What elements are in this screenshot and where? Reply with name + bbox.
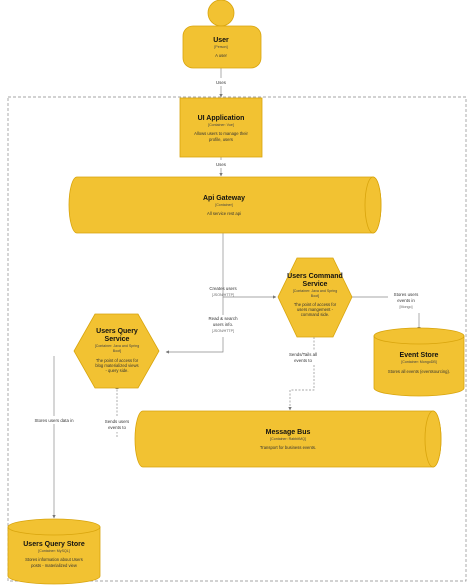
edge-user-ui-label: Uses (216, 80, 227, 85)
node-api-gateway-type: [Container] (215, 203, 233, 207)
node-users-query-service-type-line1: [Container: Java and Spring (95, 344, 140, 348)
node-ui-application[interactable]: UI Application [Container: Vue] Allows u… (179, 97, 263, 158)
node-message-bus-desc: Transport for business events. (260, 445, 316, 450)
edge-bus-query-label-line2: events to (108, 425, 126, 430)
node-users-query-store-desc-line1: Stores information about Users (25, 557, 83, 562)
node-api-gateway-title: Api Gateway (203, 195, 245, 202)
node-ui-application-desc-line2: profile, users (209, 137, 233, 142)
edge-api-query-label-line2: users info. (213, 322, 233, 327)
node-users-query-service-title-line1: Users Query (96, 328, 138, 335)
edge-api-command-label: Creates users (209, 286, 237, 291)
node-users-query-service[interactable]: Users Query Service [Container: Java and… (73, 313, 160, 389)
node-users-command-service-type-line1: [Container: Java and Spring (293, 289, 338, 293)
edge-api-query-label-line1: Read & search (208, 316, 238, 321)
node-message-bus[interactable]: Message Bus [Container: RabbitMQ] Transp… (134, 410, 442, 468)
node-ui-application-type: [Container: Vue] (208, 123, 234, 127)
edge-command-bus: Sends/Tails all events to (280, 337, 326, 411)
node-users-query-store-desc-line2: posts - materialized view (31, 563, 78, 568)
edge-bus-query: Sends users events to (101, 385, 133, 437)
node-user[interactable]: User [Person] A user (182, 0, 262, 69)
node-users-command-service-type-line2: Boot] (311, 294, 319, 298)
edge-api-query-tech: [JSON/HTTP] (212, 329, 234, 333)
node-users-query-service-desc-line1: The point of access for (96, 358, 139, 363)
edge-ui-api: Uses (212, 157, 230, 177)
node-users-command-service-desc-line1: The point of access for (294, 302, 337, 307)
edge-api-command-tech: [JSON/HTTP] (212, 293, 234, 297)
edge-bus-query-label-line1: Sends users (105, 419, 130, 424)
edge-command-bus-label-line1: Sends/Tails all (289, 352, 317, 357)
edge-ui-api-label: Uses (216, 162, 227, 167)
node-users-query-service-type-line2: Boot] (113, 349, 121, 353)
edge-command-eventstore-label-line1: Stores users (394, 292, 419, 297)
node-event-store-desc: Stores all events (eventsourcing). (388, 369, 450, 374)
node-users-query-service-desc-line2: blog materialized views (95, 363, 138, 368)
node-users-command-service-title-line1: Users Command (287, 273, 343, 280)
node-ui-application-desc-line1: Allows users to manage their (194, 131, 248, 136)
node-users-command-service-title-line2: Service (303, 281, 328, 288)
node-message-bus-type: [Container: RabbitMQ] (270, 437, 306, 441)
node-event-store-type: [Container: MongoDB] (401, 360, 437, 364)
edge-command-eventstore-tech: [Mongo] (400, 305, 413, 309)
edge-query-store-label: Stores users data in (34, 418, 74, 423)
node-ui-application-title: UI Application (198, 115, 245, 122)
node-message-bus-title: Message Bus (266, 429, 311, 436)
node-api-gateway-desc: All service rest api (207, 211, 241, 216)
node-event-store[interactable]: Event Store [Container: MongoDB] Stores … (373, 327, 465, 397)
node-users-query-store-title: Users Query Store (23, 541, 85, 548)
node-users-query-store[interactable]: Users Query Store [Container: MySQL] Sto… (7, 518, 101, 585)
node-users-query-store-type: [Container: MySQL] (38, 549, 70, 553)
node-user-type: [Person] (214, 45, 227, 49)
node-api-gateway[interactable]: Api Gateway [Container] All service rest… (68, 176, 382, 234)
node-users-query-service-desc-line3: - query side. (105, 368, 128, 373)
edge-query-store: Stores users data in (30, 356, 78, 519)
edge-user-ui: Uses (212, 68, 230, 98)
node-users-query-service-title-line2: Service (105, 336, 130, 343)
edge-command-eventstore-label-line2: events in (397, 298, 415, 303)
node-users-command-service[interactable]: Users Command Service [Container: Java a… (277, 257, 353, 338)
node-users-command-service-desc-line3: command side. (301, 312, 329, 317)
system-boundary (7, 96, 467, 582)
node-users-command-service-desc-line2: users mangement - (297, 307, 334, 312)
edge-command-bus-label-line2: events to (294, 358, 312, 363)
node-user-desc: A user (215, 53, 227, 58)
node-user-title: User (213, 37, 229, 44)
edge-api-query: Read & search users info. [JSON/HTTP] (165, 297, 244, 354)
node-event-store-title: Event Store (400, 352, 439, 359)
edge-api-command: Creates users [JSON/HTTP] (209, 233, 277, 299)
edge-command-eventstore: Stores users events in [Mongo] (352, 291, 428, 331)
